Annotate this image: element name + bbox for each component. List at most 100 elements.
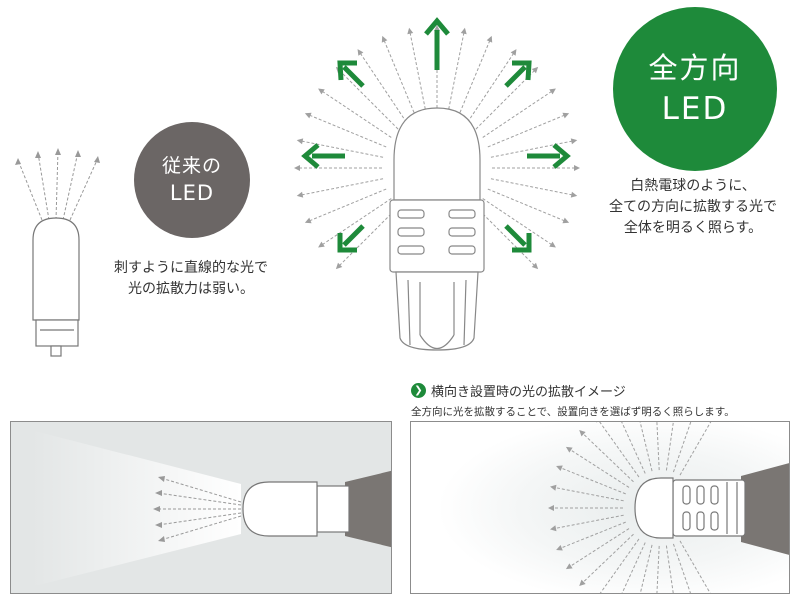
omni-led-desc-line1: 白熱電球のように、 [630,178,756,194]
omni-ray-head [407,27,414,35]
omni-ray [358,51,407,123]
omni-ray [467,51,516,123]
old-led-beam [31,430,241,587]
omni-h-ray [672,422,692,473]
omni-ray-head [486,35,493,43]
omni-h-ray [621,422,646,474]
old-led-badge-line2: LED [169,181,215,205]
omni-ray-head [562,217,570,224]
omni-ray-head [318,241,325,248]
old-led-horizontal-rays [156,477,242,541]
omni-ray-head [562,112,570,119]
omni-ray [487,113,567,148]
old-led-rays [17,149,99,221]
horizontal-section-title: 横向き設置時の光の拡散イメージ [431,384,626,400]
omni-ray-head [357,49,364,56]
omni-led-horizontal-illustration [411,422,789,593]
omni-h-ray [568,448,630,488]
omni-h-ray-head [556,465,563,472]
old-led-horizontal-panel [10,421,392,594]
old-led-ray-heads [15,148,100,165]
horizontal-section-note: 全方向に光を拡散することで、設置向きを選ばず明るく照らします。 [411,406,735,418]
omni-ray [320,89,392,138]
omni-ray-head [304,112,312,119]
omni-led-desc-line2: 全ての方向に拡散する光で [609,199,777,215]
omni-h-ray [621,542,646,593]
omni-ray [409,30,427,115]
omni-ray [337,206,399,268]
omni-ray-head [460,27,467,35]
omni-h-ray [599,538,640,593]
omni-h-ray-head [565,446,573,453]
omni-h-ray [568,528,630,568]
omni-ray-head [510,49,517,56]
omni-h-ray [665,545,674,593]
omni-h-ray-head [579,430,586,437]
omni-led-horizontal-panel [410,421,790,594]
omni-ray [457,38,492,118]
old-led-bulb [32,217,80,357]
old-led-desc-line2: 光の拡散力は弱い。 [128,281,254,297]
omni-led-description: 白熱電球のように、 全ての方向に拡散する光で 全体を明るく照らす。 [588,176,798,239]
omni-ray-head [549,88,556,95]
omni-led-bulb [389,107,485,351]
omni-ray-head [574,165,580,171]
omni-led-green-arrows [312,30,560,247]
omni-h-ray [665,422,674,471]
omni-ray [299,140,384,158]
omni-ray-head [531,262,539,270]
omni-ray [447,30,465,115]
omni-h-ray [679,540,711,593]
old-led-badge-line1: 従来の [161,155,222,177]
omni-ray-head [570,191,578,198]
omni-h-ray-head [550,525,557,532]
omni-h-ray-head [565,563,573,570]
omni-ray [482,198,554,247]
omni-h-ray [672,543,691,593]
omni-led-badge-line2: LED [661,91,729,127]
chevron-right-icon: ❯ [411,382,426,398]
omni-h-ray [599,422,640,478]
old-led-horizontal-illustration [11,422,391,593]
omni-ray-head [381,35,388,43]
omni-h-ray [656,545,660,593]
omni-ray [337,68,399,130]
omni-ray [320,198,392,247]
old-led-horizontal-bulb [242,481,350,537]
omni-ray-head [335,262,343,270]
omni-led-desc-line3: 全体を明るく照らす。 [623,220,763,236]
old-led-badge: 従来の LED [134,122,250,238]
omni-ray-head [318,88,325,95]
omni-ray-head [570,138,578,145]
omni-h-ray [656,422,660,471]
omni-ray [490,140,575,158]
omni-ray [487,188,567,223]
omni-h-ray-head [596,422,598,423]
omni-ray [307,188,387,223]
omni-ray [475,206,537,268]
omni-h-ray-head [556,544,563,551]
old-led-horizontal-ray-heads [153,476,165,542]
omni-ray [482,89,554,138]
omni-ray-head [531,66,539,74]
omni-led-badge-line1: 全方向 [648,51,742,85]
omni-ray [307,113,387,148]
omni-led-badge: 全方向 LED [613,7,777,171]
old-led-description: 刺すように直線的な光で 光の拡散力は弱い。 [96,258,286,300]
omni-h-ray [679,422,712,476]
omni-ray [382,38,417,118]
omni-led-rays [294,25,580,270]
omni-ray-head [304,217,312,224]
omni-ray-head [294,165,300,171]
old-led-desc-line1: 刺すように直線的な光で [114,260,268,276]
omni-h-ray-head [550,484,557,491]
omni-led-socket [741,463,789,555]
omni-h-ray [639,422,653,472]
omni-ray [299,178,384,196]
omni-h-ray [581,533,634,585]
omni-led-horizontal-bulb [634,477,746,539]
omni-ray [490,178,575,196]
omni-ray-head [549,241,556,248]
